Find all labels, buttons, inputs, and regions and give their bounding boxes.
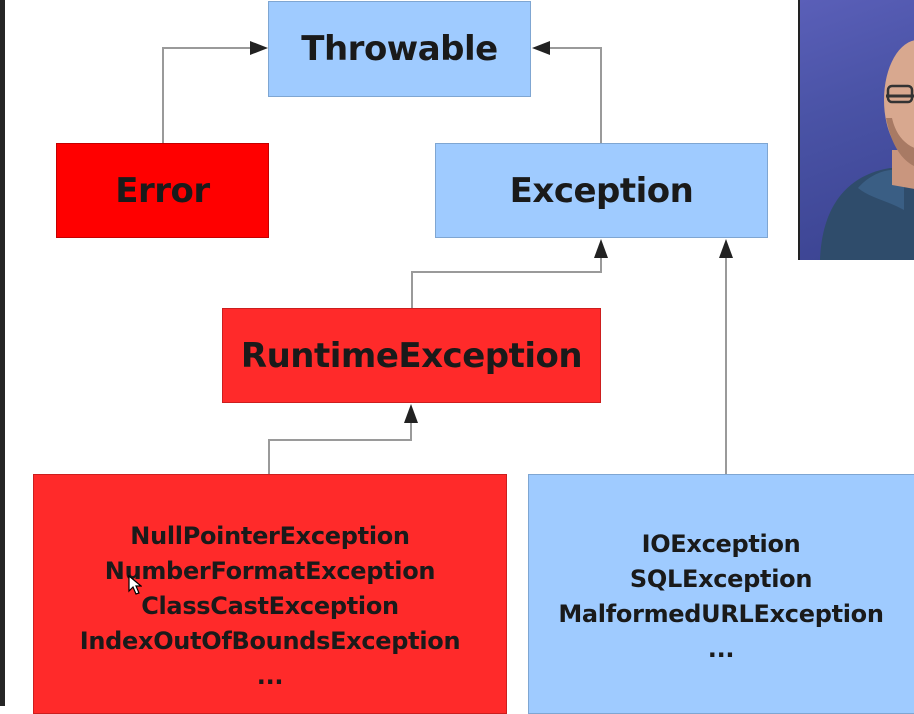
presenter-webcam (798, 0, 914, 260)
runtime-exception-label: RuntimeException (240, 335, 583, 376)
runtime-to-exception-connector (411, 254, 602, 308)
list-item: ... (256, 662, 284, 690)
unchecked-exceptions-node: NullPointerException NumberFormatExcepti… (33, 474, 507, 714)
exception-to-throwable-connector (548, 47, 602, 143)
arrowhead-into-throwable-right (532, 41, 550, 55)
runtime-exception-node: RuntimeException (222, 308, 601, 403)
arrowhead-into-exception-right (719, 239, 733, 258)
list-item: MalformedURLException (558, 600, 884, 628)
list-item: SQLException (629, 565, 813, 593)
list-item: IndexOutOfBoundsException (79, 627, 461, 655)
throwable-label: Throwable (301, 29, 498, 69)
arrowhead-into-throwable-left (250, 41, 268, 55)
arrowhead-into-runtime (404, 404, 418, 423)
list-item: ClassCastException (141, 592, 399, 620)
checked-exceptions-node: IOException SQLException MalformedURLExc… (528, 474, 914, 714)
exception-label: Exception (509, 170, 694, 211)
throwable-node: Throwable (268, 1, 531, 97)
error-to-throwable-connector (162, 47, 252, 143)
arrowhead-into-exception-left (594, 239, 608, 258)
list-item: IOException (641, 530, 801, 558)
presenter-avatar-icon (820, 40, 914, 260)
list-item: ... (707, 635, 735, 663)
window-left-edge (0, 0, 5, 706)
error-node: Error (56, 143, 269, 238)
list-item: NullPointerException (130, 522, 410, 550)
list-item: NumberFormatException (104, 557, 436, 585)
unchecked-to-runtime-connector (268, 420, 412, 474)
exception-node: Exception (435, 143, 768, 238)
error-label: Error (115, 170, 210, 211)
mouse-cursor-icon (128, 575, 142, 595)
